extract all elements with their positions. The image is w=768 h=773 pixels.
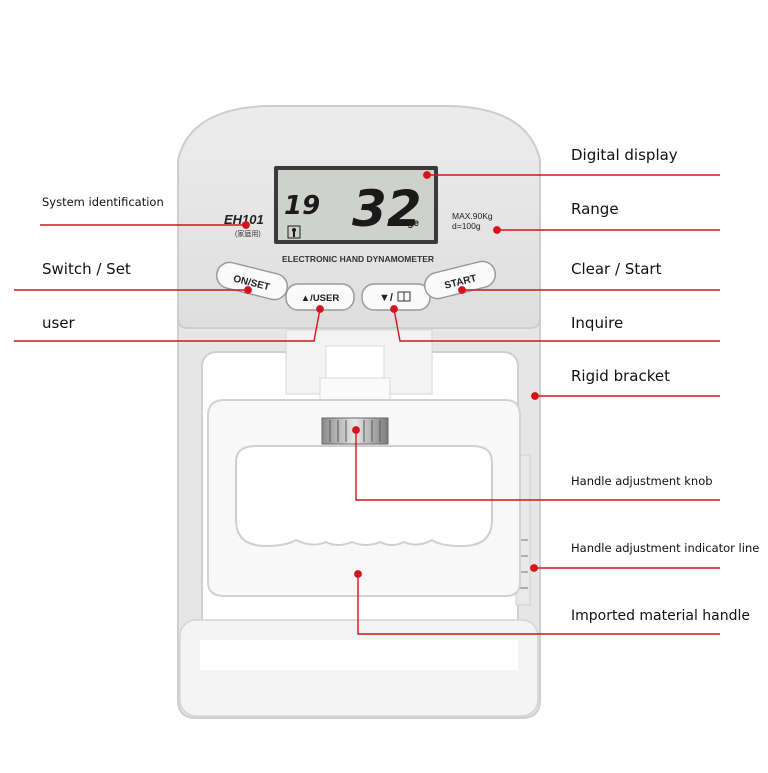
user-button[interactable]: ▲/USER <box>285 283 355 311</box>
callout-range: Range <box>571 200 619 218</box>
lcd-age-label: Age <box>400 218 419 229</box>
callout-inquire: Inquire <box>571 314 624 332</box>
spec-division: d=100g <box>452 221 481 231</box>
lcd-user-number: 19 <box>284 191 320 221</box>
callout-system-identification: System identification <box>42 195 164 209</box>
inquire-button-label: ▼/ <box>379 292 393 304</box>
callout-handle-adjustment-knob: Handle adjustment knob <box>571 474 713 488</box>
lcd-display: 19 32 Age <box>274 166 438 244</box>
callout-digital-display: Digital display <box>571 146 678 164</box>
callout-clear-start: Clear / Start <box>571 260 662 278</box>
spec-max: MAX.90Kg <box>452 211 493 221</box>
leader-inquire <box>393 308 720 342</box>
device-title: ELECTRONIC HAND DYNAMOMETER <box>282 254 434 264</box>
callout-handle-adjustment-indicator-line: Handle adjustment indicator line <box>571 541 760 555</box>
callout-imported-material-handle: Imported material handle <box>571 608 751 624</box>
callout-user: user <box>42 314 75 332</box>
model-sublabel: (家庭用) <box>235 229 261 238</box>
lcd-person-icon <box>287 225 301 239</box>
callout-rigid-bracket: Rigid bracket <box>571 367 670 385</box>
handle <box>207 399 521 597</box>
model-label: EH101 <box>224 212 264 227</box>
leader-knob <box>355 430 720 501</box>
leader-user <box>14 308 321 342</box>
leader-handle <box>357 574 720 635</box>
callout-switch-set: Switch / Set <box>42 260 131 278</box>
leader-lines <box>14 171 720 635</box>
user-button-label: ▲/USER <box>301 293 340 304</box>
lcd-value: 32 <box>352 180 422 238</box>
